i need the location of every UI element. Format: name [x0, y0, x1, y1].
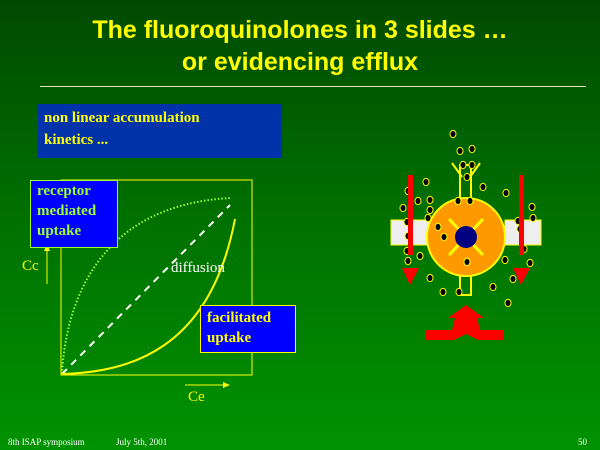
- molecule-dot: [455, 287, 463, 297]
- molecule-dot: [501, 255, 509, 265]
- footer-event: 8th ISAP symposium: [8, 437, 85, 447]
- arrow-down-right-icon: [513, 268, 530, 285]
- molecule-dot: [426, 273, 434, 283]
- molecule-dot: [504, 298, 512, 308]
- x-axis-label: Ce: [188, 389, 205, 405]
- graph-frame: [60, 179, 253, 376]
- molecule-dot: [459, 160, 467, 170]
- molecule-dot: [454, 196, 462, 206]
- molecule-dot: [399, 203, 407, 213]
- molecule-dot: [456, 146, 464, 156]
- molecule-dot: [414, 196, 422, 206]
- arrow-down-left-icon: [402, 268, 419, 285]
- molecule-dot: [463, 172, 471, 182]
- molecule-dot: [404, 256, 412, 266]
- molecule-dot: [509, 274, 517, 284]
- nucleus: [455, 226, 477, 248]
- influx-arrow-icon: [425, 305, 503, 340]
- molecule-dot: [526, 258, 534, 268]
- molecule-dot: [528, 202, 536, 212]
- receptor-arms: [451, 162, 481, 178]
- molecule-dot: [422, 177, 430, 187]
- kinetics-line2: kinetics ...: [44, 132, 109, 148]
- facilitated-box: facilitated uptake: [200, 305, 296, 353]
- page-number: 50: [578, 437, 587, 447]
- molecule-dot: [424, 213, 432, 223]
- molecule-dot: [529, 213, 537, 223]
- drug-molecules: [399, 129, 537, 308]
- molecule-dot: [502, 188, 510, 198]
- molecule-dot: [426, 195, 434, 205]
- receptor-line3: uptake: [37, 223, 82, 239]
- molecule-dot: [434, 222, 442, 232]
- facilitated-line2: uptake: [207, 330, 252, 346]
- kinetics-box: non linear accumulation kinetics ...: [38, 104, 282, 158]
- y-axis-label: Cc: [22, 258, 39, 274]
- x-arrowhead-icon: [223, 382, 230, 388]
- molecule-dot: [479, 182, 487, 192]
- molecule-dot: [468, 144, 476, 154]
- receptor-box: receptor mediated uptake: [30, 180, 118, 248]
- molecule-dot: [463, 257, 471, 267]
- facilitated-line1: facilitated: [207, 310, 272, 326]
- molecule-dot: [426, 205, 434, 215]
- molecule-dot: [440, 232, 448, 242]
- diffusion-line: [61, 204, 231, 375]
- molecule-dot: [489, 282, 497, 292]
- molecule-dot: [449, 129, 457, 139]
- receptor-line1: receptor: [37, 183, 91, 199]
- diffusion-label: diffusion: [171, 260, 225, 276]
- title-divider: [40, 86, 586, 87]
- footer-date: July 5th, 2001: [116, 437, 168, 447]
- efflux-arrow-left: [408, 175, 413, 255]
- efflux-arrow-right: [519, 175, 524, 255]
- slide-title-line1: The fluoroquinolones in 3 slides …: [92, 16, 508, 44]
- receptor-line2: mediated: [37, 203, 97, 219]
- receptor-curve: [61, 197, 231, 375]
- molecule-dot: [416, 251, 424, 261]
- molecule-dot: [466, 196, 474, 206]
- molecule-dot: [439, 287, 447, 297]
- slide-title-line2: or evidencing efflux: [181, 48, 419, 76]
- facilitated-curve: [61, 218, 236, 375]
- kinetics-line1: non linear accumulation: [44, 110, 200, 126]
- molecule-dot: [468, 160, 476, 170]
